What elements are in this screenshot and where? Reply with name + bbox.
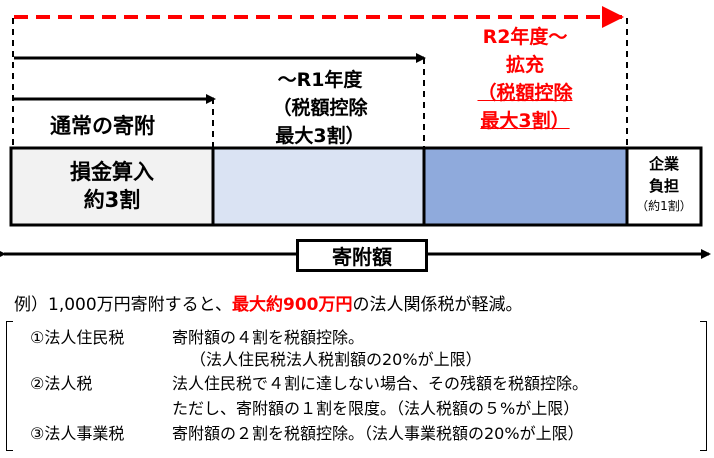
normal-donation-label: 通常の寄附 [50,114,155,138]
tax-desc: 法人住民税で４割に達しない場合、その残額を税額控除。 [172,374,589,393]
deduction-line: 損金算入 [70,160,154,184]
cell-deduction [9,146,215,227]
details-bracket-right [700,321,707,451]
r2-label-line: 拡充 [505,54,544,76]
example-prefix: 例）1,000万円寄附すると、 [14,295,232,315]
example-suffix: の法人関係税が軽減。 [352,295,523,315]
tax-name: ①法人住民税 [30,328,125,347]
burden-line: 負担 [648,177,679,195]
tax-desc: 寄附額の４割を税額控除。 [172,328,365,347]
donation-amount-text: 寄附額 [332,245,392,269]
r1-label-line: ～R1年度 [277,69,363,91]
deduction-label: 損金算入 約3割 [13,158,211,214]
example-sentence: 例）1,000万円寄附すると、最大約900万円の法人関係税が軽減。 [14,290,523,315]
details-bracket-left [6,321,13,451]
tax-name: ③法人事業税 [30,424,125,443]
r2-label: R2年度～ 拡充 （税額控除 最大3割） [440,23,610,135]
dashed-guides [12,18,628,148]
r2-label-line: （税額控除 [477,82,573,104]
burden-label: 企業 負担 （約1割） [628,153,700,215]
burden-note: （約1割） [636,199,692,213]
tax-desc: （法人住民税法人税割額の20%が上限） [190,350,482,369]
cell-burden [625,146,703,227]
r1-label: ～R1年度 （税額控除 最大3割） [240,66,400,150]
tax-desc: ただし、寄附額の１割を限度。（法人税額の５%が上限） [172,399,580,418]
deduction-line: 約3割 [83,188,141,212]
example-highlight: 最大約900万円 [232,295,353,315]
r1-label-line: （税額控除 [272,97,368,119]
donation-amount-label: 寄附額 [296,239,428,272]
cell-r1 [211,146,426,227]
tax-desc: 寄附額の２割を税額控除。（法人事業税額の20%が上限） [172,424,584,443]
burden-line: 企業 [648,155,679,173]
cell-r2 [422,146,629,227]
r2-label-line: 最大3割） [480,110,570,132]
r2-label-line: R2年度～ [482,26,568,48]
tax-name: ②法人税 [30,374,93,393]
r1-label-line: 最大3割） [275,125,365,147]
